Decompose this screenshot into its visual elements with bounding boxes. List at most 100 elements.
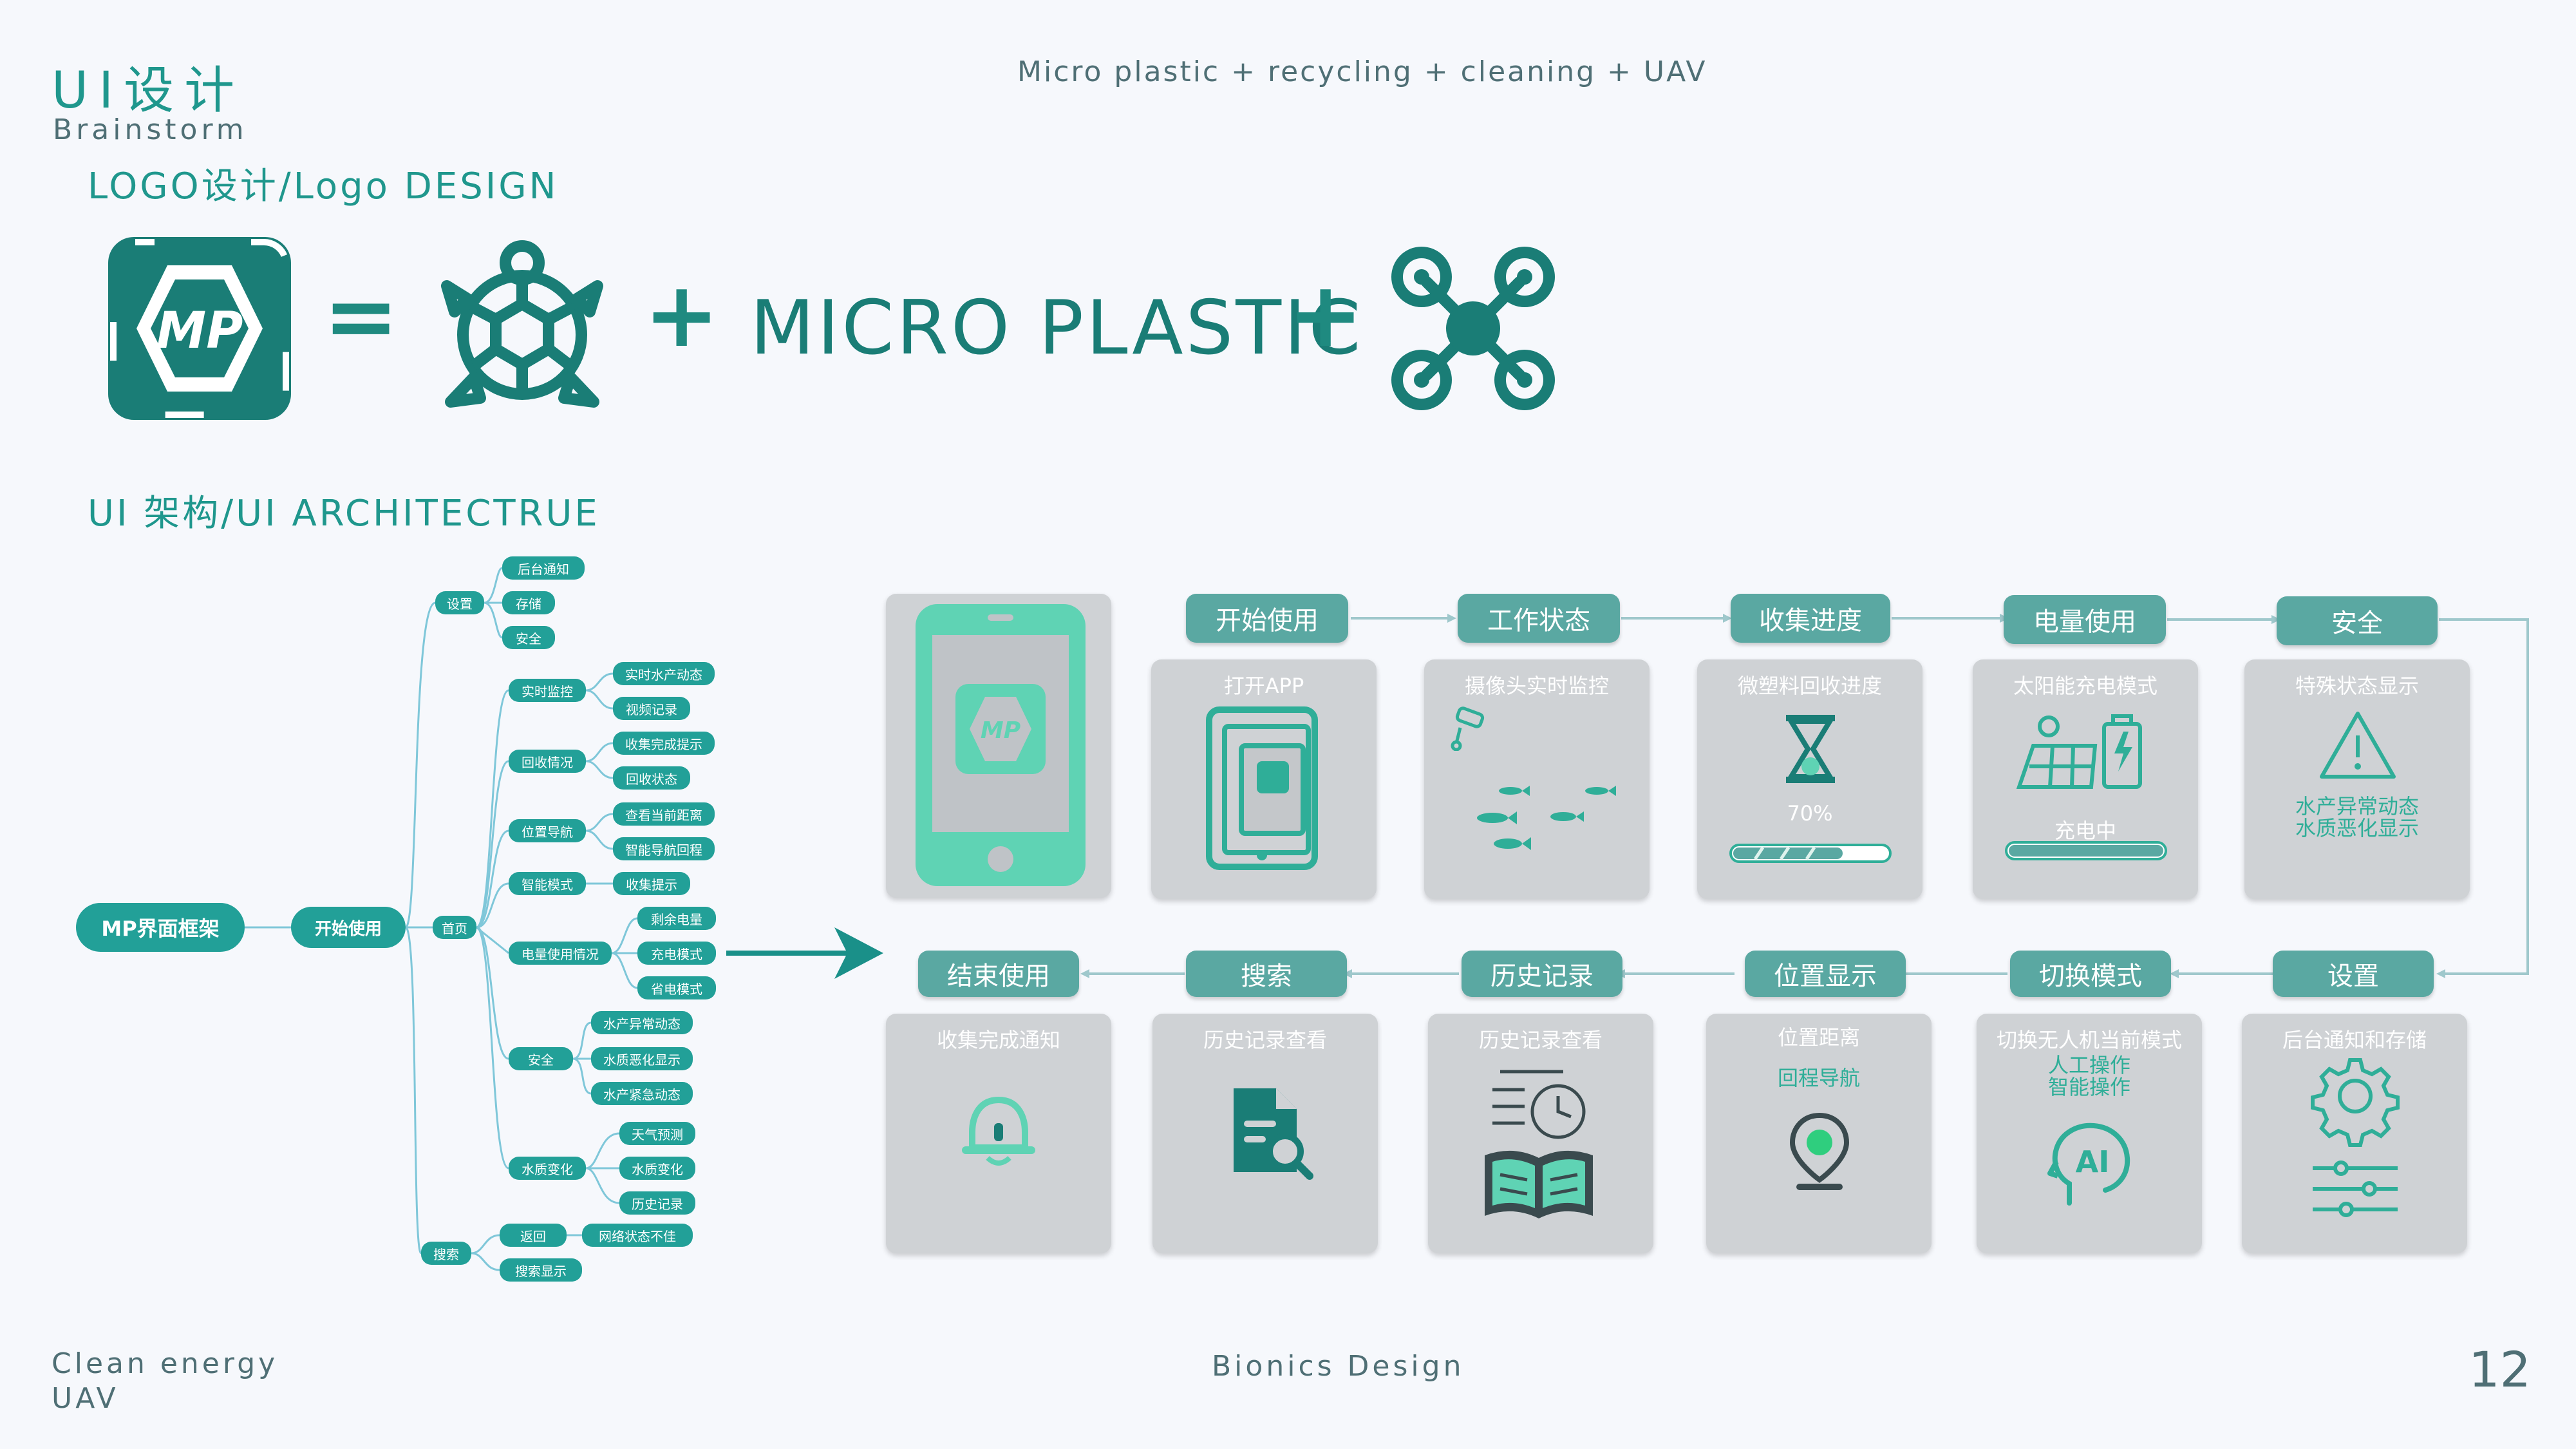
mindmap-node: 安全 [509, 1047, 573, 1070]
mindmap-node: 安全 [502, 626, 555, 649]
document-search-icon [1234, 1088, 1313, 1180]
tablet-app-icon [1206, 706, 1318, 870]
ai-head-icon: AI [2047, 1122, 2130, 1206]
progress-value: 70% [1787, 801, 1833, 826]
micro-plastic-text: MICRO PLASTIC [750, 285, 1364, 372]
mindmap-node: 视频记录 [613, 697, 690, 720]
mindmap-node: 水质恶化显示 [591, 1047, 693, 1070]
book-clock-icon [1485, 1070, 1593, 1218]
turtle-icon [441, 240, 603, 408]
card-title: 历史记录查看 [1203, 1028, 1327, 1052]
card-solar-charge: 太阳能充电模式 充电中 [1973, 659, 2198, 899]
tag-work-status: 工作状态 [1458, 594, 1620, 643]
card-camera-monitor: 摄像头实时监控 [1424, 659, 1650, 899]
plus-sign-2: + [1288, 263, 1364, 368]
card-location: 位置距离 回程导航 [1706, 1014, 1932, 1253]
flow-arrow-icon [726, 927, 883, 979]
card-special-status: 特殊状态显示 水产异常动态 水质恶化显示 [2244, 659, 2470, 899]
mindmap-node: 剩余电量 [637, 907, 716, 930]
mindmap-home: 首页 [433, 916, 476, 939]
mindmap-node: 水质变化 [509, 1157, 586, 1180]
svg-text:AI: AI [2076, 1144, 2110, 1179]
camera-icon [1451, 706, 1485, 751]
card-search-history: 历史记录查看 [1152, 1014, 1378, 1253]
progress-bar [1729, 844, 1892, 863]
card-title: 历史记录查看 [1478, 1028, 1603, 1052]
mindmap-node: 查看当前距离 [613, 802, 715, 826]
gear-sliders-icon [2311, 1058, 2400, 1217]
header-topic: Micro plastic + recycling + cleaning + U… [1017, 55, 1707, 88]
card-title: 位置距离 [1777, 1025, 1860, 1050]
hourglass-icon [1786, 715, 1835, 783]
mindmap-settings: 设置 [435, 591, 484, 614]
equals-sign: = [323, 264, 399, 369]
card-notify-storage: 后台通知和存储 [2242, 1014, 2467, 1253]
mindmap-search: 搜索 [421, 1242, 471, 1265]
tag-history: 历史记录 [1462, 951, 1622, 997]
mindmap-node: 水产异常动态 [591, 1011, 693, 1034]
charge-bar [2005, 841, 2167, 860]
fish-school-icon [1477, 786, 1616, 850]
mindmap-node: 智能模式 [509, 872, 586, 895]
mindmap-node: 实时监控 [509, 679, 586, 702]
card-collect-done: 收集完成通知 [886, 1014, 1111, 1253]
mindmap-node: 回收情况 [509, 750, 586, 773]
tag-location: 位置显示 [1745, 951, 1906, 997]
page-number: 12 [2468, 1341, 2531, 1398]
mindmap-node: 后台通知 [502, 556, 585, 580]
card-switch-mode: 切换无人机当前模式 人工操作 智能操作 AI [1977, 1014, 2202, 1253]
card-title: 打开APP [1223, 674, 1304, 698]
logo-section-title: LOGO设计/Logo DESIGN [88, 166, 559, 207]
tag-power-use: 电量使用 [2004, 595, 2166, 644]
page-subtitle: Brainstorm [53, 113, 248, 146]
drone-icon [1391, 247, 1555, 410]
solar-battery-icon [2016, 714, 2142, 789]
status-line: 水质恶化显示 [2295, 816, 2419, 840]
card-title: 收集完成通知 [936, 1028, 1060, 1052]
tag-settings: 设置 [2273, 951, 2434, 997]
mindmap-node: 回收状态 [613, 766, 690, 790]
plus-sign-1: + [644, 263, 720, 368]
tag-end-use: 结束使用 [918, 951, 1079, 997]
mp-logo-icon: MP [108, 237, 291, 420]
mindmap-node: 天气预测 [619, 1122, 695, 1145]
phone-icon: MP [916, 604, 1086, 886]
mindmap-node: 返回 [500, 1224, 567, 1247]
mindmap-node: 实时水产动态 [613, 662, 715, 685]
bell-icon [962, 1096, 1035, 1166]
card-title: 后台通知和存储 [2282, 1028, 2427, 1052]
mindmap-lines [245, 567, 638, 1271]
arch-section-title: UI 架构/UI ARCHITECTRUE [88, 493, 600, 535]
mindmap-node: 收集提示 [613, 872, 690, 895]
card-title: 摄像头实时监控 [1464, 674, 1609, 698]
card-history-view: 历史记录查看 [1428, 1014, 1653, 1253]
logo-text: MP [156, 302, 243, 360]
card-recycle-progress: 微塑料回收进度 70% [1697, 659, 1923, 899]
mindmap-root: MP界面框架 [76, 903, 245, 952]
card-title: 太阳能充电模式 [2013, 674, 2158, 698]
mindmap-node: 省电模式 [637, 976, 716, 999]
mindmap-node: 水质变化 [619, 1157, 695, 1180]
svg-text:MP: MP [981, 717, 1020, 744]
tag-collect-progress: 收集进度 [1731, 594, 1890, 643]
mindmap-node: 历史记录 [619, 1191, 695, 1215]
mindmap-node: 水产紧急动态 [591, 1082, 693, 1105]
mindmap-node: 智能导航回程 [613, 837, 715, 860]
mode-line: 智能操作 [2047, 1075, 2130, 1099]
tag-safety: 安全 [2277, 596, 2438, 645]
card-title: 微塑料回收进度 [1737, 674, 1882, 698]
mindmap-node: 存储 [502, 591, 555, 614]
status-line: 水产异常动态 [2295, 794, 2419, 819]
mindmap-node: 电量使用情况 [509, 942, 612, 965]
card-title: 特殊状态显示 [2295, 674, 2419, 698]
mindmap-node: 收集完成提示 [613, 732, 715, 755]
mindmap-start: 开始使用 [291, 907, 406, 948]
tag-switch-mode: 切换模式 [2010, 951, 2171, 997]
location-pin-icon [1789, 1112, 1850, 1190]
warning-icon [2320, 712, 2396, 779]
mindmap-node: 位置导航 [509, 819, 586, 842]
mode-line: 人工操作 [2047, 1053, 2130, 1077]
page-title: UI设计 [52, 62, 245, 120]
card-open-app: 打开APP [1151, 659, 1377, 899]
tag-start: 开始使用 [1186, 594, 1348, 643]
